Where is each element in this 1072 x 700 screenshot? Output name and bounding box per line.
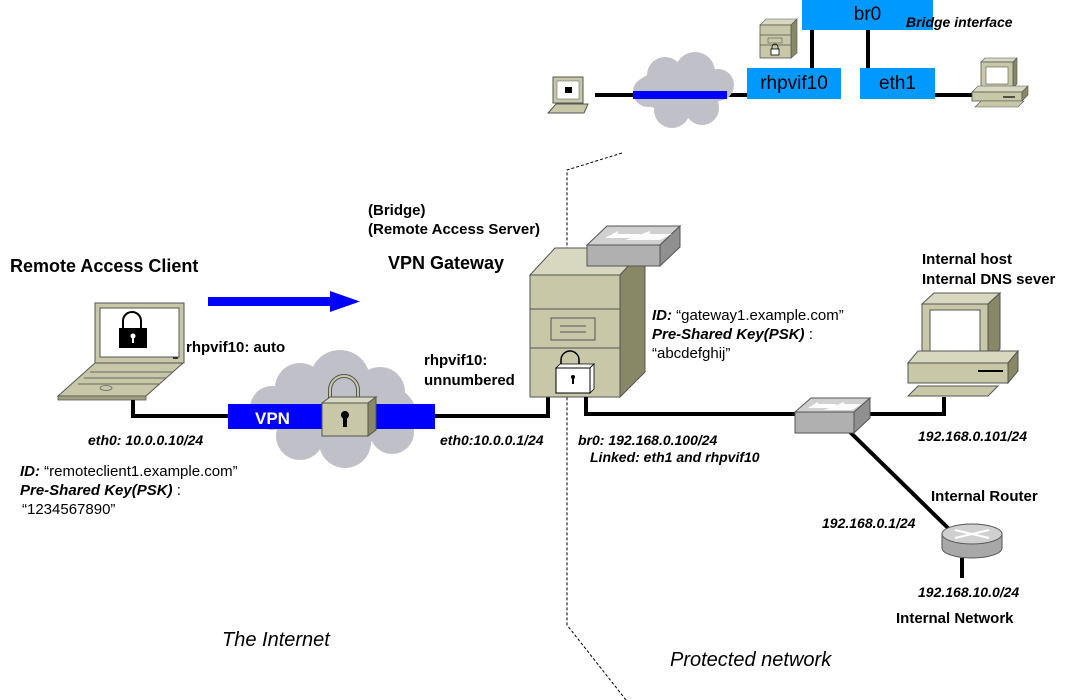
- client-link-line: [131, 400, 230, 418]
- inset-diagram: [546, 18, 1029, 128]
- gateway-psk: Pre-Shared Key(PSK) :: [652, 326, 813, 343]
- client-psk-value: “1234567890”: [22, 501, 116, 518]
- host-drop-line: [922, 397, 946, 416]
- internal-host-ip: 192.168.0.101/24: [918, 428, 1027, 444]
- client-id-label: ID:: [20, 463, 40, 480]
- gateway-role-bridge: (Bridge): [368, 202, 426, 219]
- client-lock-icon: [119, 311, 147, 348]
- zone-protected-label: Protected network: [670, 649, 832, 671]
- client-psk: Pre-Shared Key(PSK) :: [20, 482, 181, 499]
- internal-network-ip: 192.168.10.0/24: [918, 584, 1020, 600]
- client-psk-separator: :: [172, 482, 181, 499]
- inset-vpn-tunnel: [633, 91, 727, 99]
- gateway-psk-separator: :: [804, 326, 813, 343]
- inset-desktop-icon: [971, 57, 1029, 108]
- internal-host-desktop-icon: [906, 291, 1020, 397]
- gateway-br0-label: br0: 192.168.0.100/24: [578, 432, 718, 448]
- gateway-eth0-link-line: [435, 397, 550, 418]
- client-id: ID: “remoteclient1.example.com”: [20, 463, 238, 480]
- gateway-id: ID: “gateway1.example.com”: [652, 307, 844, 324]
- gateway-bridge-switch-icon: [585, 224, 682, 268]
- zone-internet-label: The Internet: [222, 629, 330, 651]
- internal-network-label: Internal Network: [896, 610, 1014, 627]
- gateway-id-value: “gateway1.example.com”: [676, 307, 844, 324]
- client-rhpvif10-label: rhpvif10: auto: [186, 339, 286, 356]
- gateway-linked-label: Linked: eth1 and rhpvif10: [590, 449, 760, 465]
- internal-switch-icon: [793, 396, 872, 435]
- inset-laptop-lock-icon: [546, 76, 589, 114]
- gateway-unnumbered-label: unnumbered: [424, 372, 515, 389]
- client-psk-label: Pre-Shared Key(PSK): [20, 482, 173, 499]
- vpn-tunnel-label: VPN: [255, 409, 290, 428]
- remote-access-client-title: Remote Access Client: [10, 256, 199, 276]
- gateway-eth0-label: eth0:10.0.0.1/24: [440, 432, 544, 448]
- gateway-role-ras: (Remote Access Server): [368, 221, 541, 238]
- vpn-gateway-title: VPN Gateway: [388, 253, 505, 273]
- internal-router-icon: [941, 523, 1003, 578]
- rhpvif10-interface-box: rhpvif10: [747, 68, 841, 99]
- internal-host-title: Internal host: [922, 251, 1013, 268]
- switch-router-link-line: [848, 430, 950, 530]
- internal-router-title: Internal Router: [931, 488, 1038, 505]
- direction-arrow-icon: [208, 291, 360, 312]
- gateway-psk-label: Pre-Shared Key(PSK): [652, 326, 805, 343]
- inset-cloud-icon: [633, 52, 734, 128]
- client-laptop-icon: [56, 302, 185, 401]
- gateway-lock-icon: [555, 350, 595, 394]
- inset-server-lock-icon: [759, 18, 798, 59]
- gateway-id-label: ID:: [652, 307, 672, 324]
- br0-interface-box: br0: [802, 0, 933, 30]
- client-id-value: “remoteclient1.example.com”: [44, 463, 238, 480]
- bridge-interface-label: Bridge interface: [906, 14, 1013, 30]
- gateway-rhpvif10-label: rhpvif10:: [424, 352, 488, 369]
- router-ip: 192.168.0.1/24: [822, 515, 916, 531]
- tunnel-padlock-icon: [320, 374, 378, 437]
- gateway-psk-value: “abcdefghij”: [652, 345, 731, 362]
- client-eth0-label: eth0: 10.0.0.10/24: [88, 432, 204, 448]
- internal-dns-title: Internal DNS sever: [922, 271, 1056, 288]
- gateway-br0-link-line: [584, 397, 800, 416]
- eth1-interface-box: eth1: [860, 68, 935, 99]
